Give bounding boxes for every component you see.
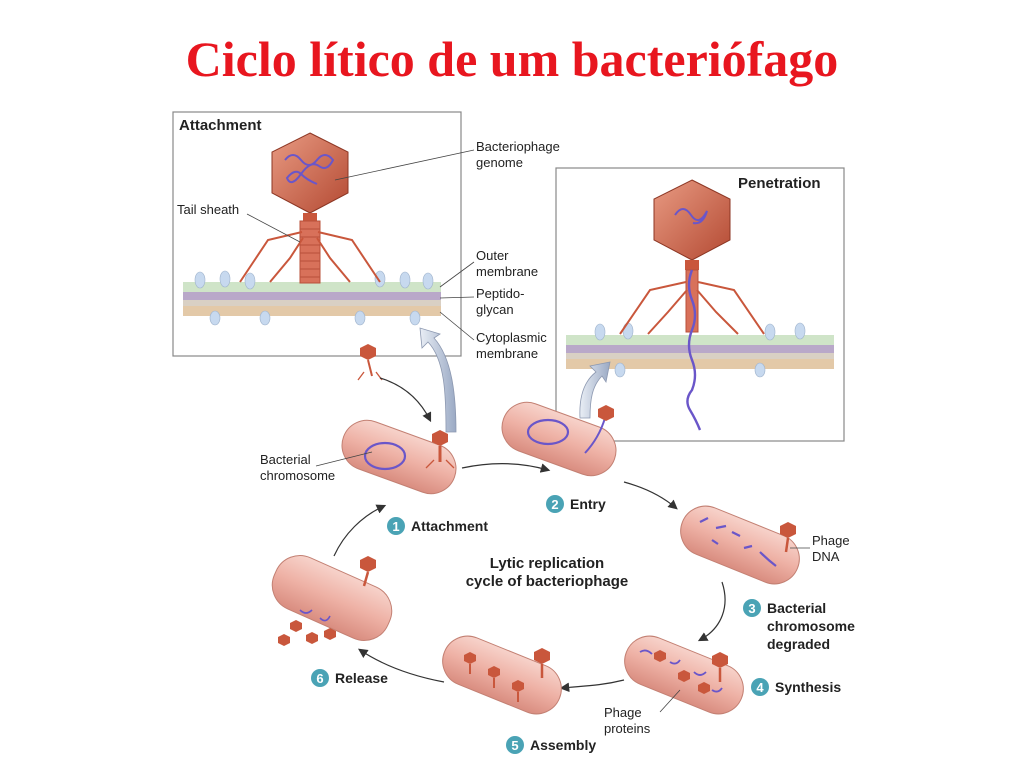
cycle-center-label-2: cycle of bacteriophage: [466, 573, 629, 590]
arrow-3-to-4: [697, 581, 726, 642]
step-6-number: 6: [316, 671, 323, 686]
step-5-number: 5: [511, 738, 518, 753]
label-phage-proteins-2: proteins: [604, 721, 651, 736]
step-1-marker: 1 Attachment: [387, 517, 488, 535]
step-3-label-3: degraded: [767, 636, 830, 652]
step-3-label-1: Bacterial: [767, 600, 826, 616]
cell-membrane-illustration: [183, 270, 441, 326]
label-cytoplasmic-membrane-1: Cytoplasmic: [476, 330, 547, 345]
step-3-label-2: chromosome: [767, 618, 855, 634]
label-bacteriophage-genome-1: Bacteriophage: [476, 139, 560, 154]
step-1-badge: [387, 517, 405, 535]
cell-step-3: [680, 505, 800, 585]
penetration-panel: Penetration: [555, 167, 845, 442]
step-2-marker: 2 Entry: [546, 495, 606, 513]
arrow-5-to-6: [358, 648, 445, 683]
cell-step-5: [442, 635, 562, 715]
step-3-badge: [743, 599, 761, 617]
step-6-label: Release: [335, 670, 388, 686]
step-4-number: 4: [756, 680, 764, 695]
cell-step-4: [624, 635, 744, 715]
step-1-number: 1: [392, 519, 399, 534]
step-5-marker: 5 Assembly: [506, 736, 596, 754]
label-phage-proteins-1: Phage: [604, 705, 642, 720]
attachment-leader-lines: [246, 149, 475, 341]
cell-step-1: [341, 419, 457, 495]
step-2-label: Entry: [570, 496, 606, 512]
penetration-panel-title: Penetration: [738, 175, 821, 192]
free-phage-small: [357, 344, 383, 381]
label-outer-membrane-1: Outer: [476, 248, 509, 263]
label-bacteriophage-genome-2: genome: [476, 155, 523, 170]
cell-membrane-illustration-penetration: [566, 322, 834, 378]
step-3-number: 3: [748, 601, 755, 616]
arrow-6-to-1: [333, 504, 387, 557]
attachment-panel-title: Attachment: [179, 117, 262, 134]
cycle-center-label-1: Lytic replication: [490, 555, 604, 572]
step-6-marker: 6 Release: [311, 669, 388, 687]
step-1-label: Attachment: [411, 518, 488, 534]
label-cytoplasmic-membrane-2: membrane: [476, 346, 538, 361]
arrow-4-to-5: [559, 679, 625, 693]
step-5-label: Assembly: [530, 737, 596, 753]
arrow-phage-to-cell: [379, 377, 432, 423]
step-4-marker: 4 Synthesis: [751, 678, 841, 696]
step-2-badge: [546, 495, 564, 513]
step-3-marker: 3 Bacterial chromosome degraded: [743, 599, 855, 652]
zoom-arrow-penetration: [579, 361, 611, 419]
label-phage-dna-2: DNA: [812, 549, 840, 564]
page-title: Ciclo lítico de um bacteriófago: [185, 31, 839, 87]
label-peptidoglycan-2: glycan: [476, 302, 514, 317]
label-tail-sheath: Tail sheath: [177, 202, 239, 217]
label-outer-membrane-2: membrane: [476, 264, 538, 279]
label-peptidoglycan-1: Peptido-: [476, 286, 524, 301]
phage-illustration-penetration: [619, 179, 765, 431]
step-4-label: Synthesis: [775, 679, 841, 695]
zoom-arrow-attachment: [419, 327, 457, 433]
chromosome-leader-line: [315, 451, 373, 467]
label-bacterial-chromosome-2: chromosome: [260, 468, 335, 483]
step-6-badge: [311, 669, 329, 687]
step-5-badge: [506, 736, 524, 754]
phage-illustration-attachment: [239, 132, 381, 284]
arrow-2-to-3: [623, 481, 678, 510]
cell-step-2: [501, 401, 617, 477]
arrow-1-to-2: [461, 463, 551, 473]
step-2-number: 2: [551, 497, 558, 512]
step-4-badge: [751, 678, 769, 696]
label-phage-dna-1: Phage: [812, 533, 850, 548]
label-bacterial-chromosome-1: Bacterial: [260, 452, 311, 467]
cell-step-6: [271, 555, 393, 646]
attachment-panel: Attachment: [172, 111, 475, 357]
